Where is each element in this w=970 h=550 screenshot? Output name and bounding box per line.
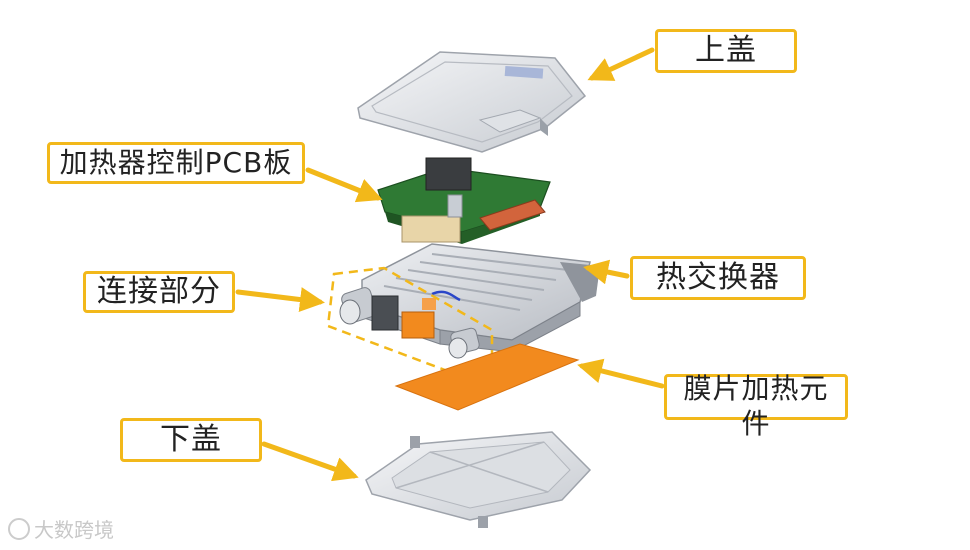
label-pcb-board: 加热器控制PCB板 <box>47 142 305 184</box>
label-heat-exchanger: 热交换器 <box>630 256 806 300</box>
pcb-board-part <box>377 157 551 244</box>
label-film-heater: 膜片加热元件 <box>664 372 848 440</box>
label-connector: 连接部分 <box>83 271 235 313</box>
arrow-pcb <box>305 167 383 203</box>
arrow-bottom-cover <box>261 441 359 482</box>
arrow-film-heater <box>577 358 665 389</box>
top-cover-part <box>357 51 587 153</box>
film-heater-part <box>394 343 580 411</box>
arrow-top-cover <box>587 47 655 81</box>
brand-logo-icon <box>8 517 30 540</box>
label-top-cover: 上盖 <box>655 29 797 73</box>
watermark-text: 大数跨境 <box>34 518 114 542</box>
connector-part <box>339 287 480 359</box>
callout-arrows <box>235 47 665 482</box>
bottom-cover-part <box>365 431 592 528</box>
arrow-heat-exchanger <box>583 259 630 285</box>
watermark: 大数跨境 <box>8 514 114 543</box>
arrow-connector <box>235 287 325 312</box>
label-bottom-cover: 下盖 <box>120 418 262 462</box>
connector-highlight-outline <box>326 266 494 386</box>
